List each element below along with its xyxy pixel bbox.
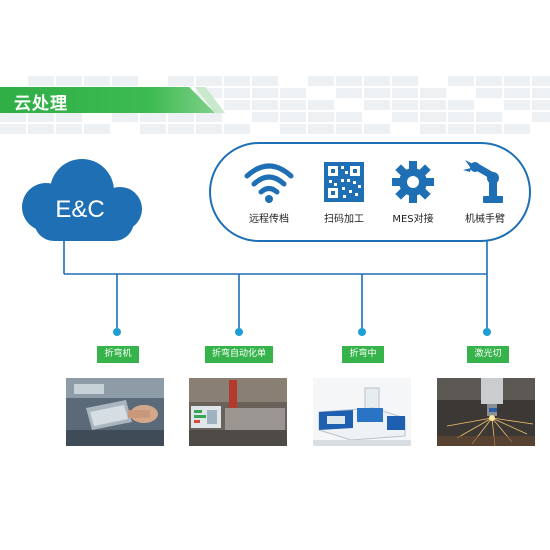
header-grid-cell <box>224 76 250 86</box>
header-grid-cell <box>336 88 362 98</box>
header-grid-cell <box>252 88 278 98</box>
header-grid-cell <box>56 112 82 122</box>
capability-panel <box>209 142 531 242</box>
header-grid-cell <box>168 124 194 134</box>
connector-dot <box>483 328 491 336</box>
header-grid-cell <box>476 112 502 122</box>
header-grid-cell <box>504 100 530 110</box>
header-grid-cell <box>140 112 166 122</box>
header-grid-cell <box>308 112 334 122</box>
title-bar <box>0 87 215 113</box>
header-grid-cell <box>28 124 54 134</box>
header-grid-cell <box>56 124 82 134</box>
header-grid-cell <box>448 112 474 122</box>
header-grid-cell <box>112 76 138 86</box>
capability-label: 扫码加工 <box>324 214 364 225</box>
header-grid-cell <box>448 76 474 86</box>
cloud-label: E&C <box>55 196 105 223</box>
header-grid-cell <box>336 112 362 122</box>
header-grid-cell <box>476 88 502 98</box>
header-grid-cell <box>308 124 334 134</box>
header-grid-cell <box>336 124 362 134</box>
node-label-bending-automation-cell: 折弯自动化单元 <box>205 346 273 376</box>
header-grid-cell <box>140 124 166 134</box>
header-grid-cell <box>476 76 502 86</box>
cloud-icon <box>22 159 142 241</box>
header-grid-cell <box>392 100 418 110</box>
header-grid-cell <box>532 112 550 122</box>
bending-automation-cell-photo <box>189 378 287 446</box>
header-grid-cell <box>308 100 334 110</box>
header-grid-cell <box>532 76 550 86</box>
header-grid-cell <box>420 100 446 110</box>
capability-scan-code: 扫码加工 <box>309 160 379 225</box>
qr-code-icon <box>324 162 364 202</box>
header-grid-cell <box>168 112 194 122</box>
connector-dot <box>113 328 121 336</box>
capability-remote-transfer: 远程传档 <box>234 160 304 225</box>
capability-mes-integration: MES对接 <box>378 160 448 225</box>
header-grid-cell <box>224 100 250 110</box>
capability-robot-arm: 机械手臂 <box>450 158 520 225</box>
header-grid-cell <box>252 100 278 110</box>
header-grid-cell <box>280 124 306 134</box>
capability-label: 机械手臂 <box>465 214 505 225</box>
connector-dot <box>235 328 243 336</box>
header-grid-cell <box>476 124 502 134</box>
node-label-press-brake: 折弯机 <box>97 346 139 363</box>
header-grid-cell <box>308 76 334 86</box>
wifi-icon <box>244 163 294 203</box>
header-grid-cell <box>448 100 474 110</box>
header-grid-cell <box>392 88 418 98</box>
page-title: 云处理 <box>14 94 68 114</box>
capability-label: MES对接 <box>392 214 434 225</box>
header-grid-cell <box>392 76 418 86</box>
header-grid-cell <box>168 76 194 86</box>
header-grid-cell <box>364 88 390 98</box>
header-grid-cell <box>280 100 306 110</box>
header-grid-cell <box>224 88 250 98</box>
header-grid-cell <box>532 100 550 110</box>
node-label-bending-center: 折弯中心 <box>342 346 384 376</box>
header-grid-cell <box>420 88 446 98</box>
header-grid-cell <box>504 88 530 98</box>
header-grid-cell <box>28 76 54 86</box>
node-label-laser-cutting: 激光切割 <box>467 346 509 376</box>
header-grid-cell <box>84 124 110 134</box>
header-grid-cell <box>56 76 82 86</box>
header-grid-cell <box>280 112 306 122</box>
header-grid-cell <box>364 100 390 110</box>
header-grid-cell <box>196 76 222 86</box>
header-grid-cell <box>420 112 446 122</box>
laser-cutting-photo <box>437 378 535 446</box>
capability-label: 远程传档 <box>249 214 289 225</box>
header-grid-cell <box>252 76 278 86</box>
header-grid-cell <box>392 112 418 122</box>
header-grid-cell <box>364 76 390 86</box>
header-grid-cell <box>420 124 446 134</box>
header-grid-cell <box>252 112 278 122</box>
header-grid-cell <box>196 112 222 122</box>
press-brake-photo <box>66 378 164 446</box>
header-grid-cell <box>0 124 26 134</box>
connector-dot <box>358 328 366 336</box>
header-grid-cell <box>504 76 530 86</box>
header-grid-cell <box>280 88 306 98</box>
header-grid-cell <box>28 112 54 122</box>
header-grid-cell <box>196 124 222 134</box>
header-grid-cell <box>112 112 138 122</box>
bending-center-photo <box>313 378 411 446</box>
robot-arm-icon <box>463 160 503 203</box>
header-grid-cell <box>84 76 110 86</box>
header-grid-cell <box>364 124 390 134</box>
header-grid-cell <box>224 124 250 134</box>
header-grid-cell <box>448 124 474 134</box>
header-grid-cell <box>0 112 26 122</box>
header-grid-cell <box>504 124 530 134</box>
header-grid-cell <box>532 88 550 98</box>
header-grid-cell <box>336 76 362 86</box>
gear-icon <box>392 161 434 203</box>
